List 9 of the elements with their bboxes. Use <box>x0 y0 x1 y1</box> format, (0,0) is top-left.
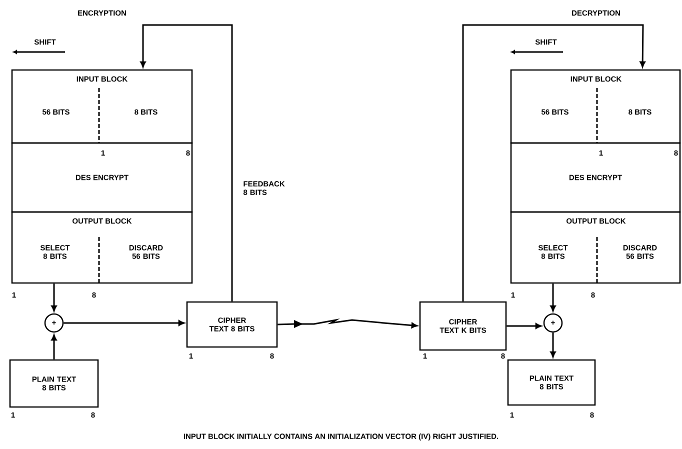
arrow <box>51 334 57 360</box>
arrow <box>550 284 556 312</box>
arrow <box>64 320 184 326</box>
arrow <box>462 24 646 302</box>
arrow <box>278 318 418 328</box>
arrow <box>550 332 556 358</box>
arrow <box>506 323 542 329</box>
arrow <box>140 24 233 302</box>
arrow <box>51 284 57 312</box>
